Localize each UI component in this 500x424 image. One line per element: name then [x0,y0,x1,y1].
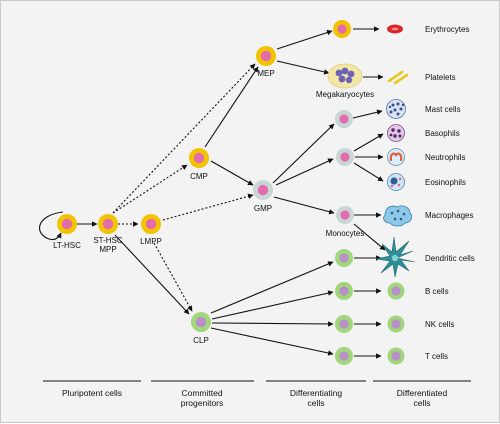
category-differentiated-line1: Differentiated [397,388,448,398]
cell-erythrocyte [387,24,403,34]
label-mpp: MPP [99,245,116,254]
cell-nk [387,315,405,333]
cell-macrophage [383,205,413,227]
label-mep: MEP [257,69,274,78]
cell-lmpp [141,214,161,234]
edge-clp-b-precursor [211,290,334,320]
label-platelets: Platelets [425,73,456,82]
cell-sthsc [98,214,118,234]
edge-gmp-granulocyte-precursor [275,158,334,186]
edge-mep-erythro-precursor [276,29,333,50]
cell-b-precursor [335,282,353,300]
edge-mep-megakaryocyte [276,60,330,75]
edge-basophils-out [353,133,384,152]
category-pluripotent: Pluripotent cells [62,388,122,398]
edge-eosinophils-out [353,162,384,182]
category-differentiated-line2: cells [413,398,430,408]
edge-monocyte-dendritic [353,223,386,251]
edge-lmpp-clp [153,242,193,312]
cell-megakaryocyte [327,63,363,89]
label-sthsc: ST-HSC [93,236,123,245]
cell-clp [191,312,211,332]
edge-lthsc-self-renewal [39,211,64,241]
cell-basophil [387,124,405,142]
cell-t [387,347,405,365]
label-macrophages: Macrophages [425,211,473,220]
label-dendritic-cells: Dendritic cells [425,254,475,263]
cell-mep [256,46,276,66]
edge-clp-dendritic-precursor [210,261,334,314]
label-gmp: GMP [254,204,272,213]
label-mast-cells: Mast cells [425,105,461,114]
category-committed-line2: progenitors [181,398,224,408]
label-cmp: CMP [190,172,208,181]
edge-lmpp-gmp [162,193,254,221]
label-neutrophils: Neutrophils [425,153,465,162]
edge-mast-out [352,109,383,119]
cell-monocyte [336,206,354,224]
cell-mast-precursor [335,110,353,128]
label-lmpp: LMPP [140,237,162,246]
edge-sthsc-cmp [112,164,188,214]
label-monocytes: Monocytes [326,229,365,238]
cell-nk-precursor [335,315,353,333]
label-t-cells: T cells [425,352,448,361]
edge-sthsc-clp [114,234,190,315]
label-megakaryocytes: Megakaryocytes [316,90,374,99]
cell-cmp [189,148,209,168]
cell-neutrophil [387,148,405,166]
cell-t-precursor [335,347,353,365]
edge-gmp-mast-precursor [272,123,335,184]
cell-dendritic [375,236,416,278]
edge-cmp-mep [204,66,259,148]
cell-granulocyte-precursor [336,148,354,166]
category-axis: Pluripotent cells Committed progenitors … [43,380,471,408]
cell-platelets [387,70,409,85]
cell-erythro-precursor [333,20,351,38]
cell-b [387,282,405,300]
label-basophils: Basophils [425,129,460,138]
cell-eosinophil [387,173,405,191]
label-erythrocytes: Erythrocytes [425,25,469,34]
cell-gmp [253,180,273,200]
edge-gmp-monocyte [273,196,335,215]
cell-mast [386,99,406,119]
category-committed-line1: Committed [181,388,222,398]
label-b-cells: B cells [425,287,449,296]
category-differentiating-line2: cells [307,398,324,408]
edges [39,26,386,359]
label-eosinophils: Eosinophils [425,178,466,187]
edge-clp-nk-precursor [211,321,334,327]
edge-clp-t-precursor [210,327,334,356]
label-clp: CLP [193,336,209,345]
edge-sthsc-mep [112,63,256,214]
cell-lthsc [57,214,77,234]
edge-cmp-gmp [210,160,254,186]
label-nk-cells: NK cells [425,320,454,329]
cell-dendritic-precursor [335,249,353,267]
label-lthsc: LT-HSC [53,241,81,250]
category-differentiating-line1: Differentiating [290,388,343,398]
